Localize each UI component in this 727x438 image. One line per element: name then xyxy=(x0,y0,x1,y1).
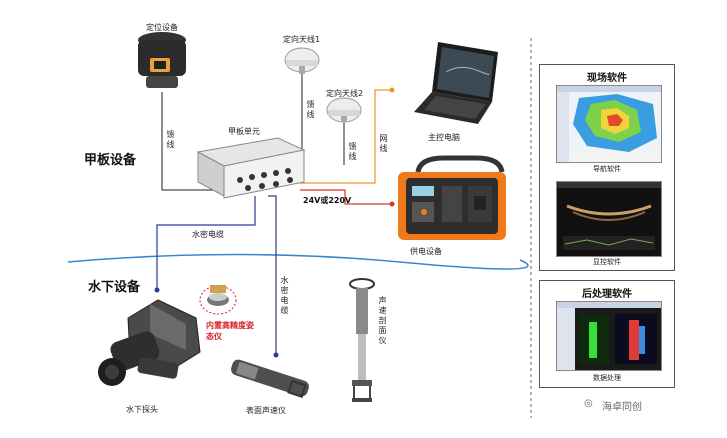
profile-sv-label: 声速剖面仪 xyxy=(378,296,387,345)
imu-icon xyxy=(199,285,237,315)
surface-sv-icon xyxy=(231,359,309,398)
deck-unit-icon xyxy=(196,137,306,199)
antenna2-icon xyxy=(326,97,362,123)
watermark-text: 海卓同创 xyxy=(602,402,642,413)
network-label: 网线 xyxy=(379,134,388,153)
nav-software-caption: 导航软件 xyxy=(593,165,621,173)
power-line-end xyxy=(389,201,395,207)
deck-section-label: 甲板设备 xyxy=(84,153,137,168)
profile-sv-icon xyxy=(349,278,375,402)
cable-line-sv xyxy=(268,195,277,355)
surface-sv-label: 表面声速仪 xyxy=(246,406,286,415)
power-spec-label: 24V或220V xyxy=(303,196,352,205)
antenna2-label: 定向天线2 xyxy=(326,89,364,98)
display-software-screenshot xyxy=(556,181,662,257)
cable-line-probe-end xyxy=(154,287,160,293)
network-line-end xyxy=(389,87,395,93)
power-line xyxy=(300,189,392,205)
water-line xyxy=(67,253,529,270)
underwater-section-label: 水下设备 xyxy=(88,280,141,295)
cable-label-h: 水密电缆 xyxy=(192,230,224,239)
probe-label: 水下探头 xyxy=(126,405,158,414)
cable-label-v: 水密电缆 xyxy=(280,276,289,315)
post-software-title: 后处理软件 xyxy=(582,289,632,300)
antenna1-label: 定向天线1 xyxy=(283,35,321,44)
cable-line-sv-end xyxy=(273,352,279,358)
watermark-icon: ◎ xyxy=(584,398,593,409)
feeder-label-b: 馈线 xyxy=(306,100,315,119)
data-processing-screenshot xyxy=(556,301,662,371)
feeder-label-c: 馈线 xyxy=(348,142,357,161)
laptop-icon xyxy=(414,42,498,124)
network-line xyxy=(300,89,392,184)
imu-label: 内置高精度姿态仪 xyxy=(206,321,254,341)
positioning-label: 定位设备 xyxy=(146,23,178,32)
host-pc-label: 主控电脑 xyxy=(428,133,460,142)
field-software-title: 现场软件 xyxy=(587,73,627,84)
field-software-panel: 现场软件 导航软件 显控软件 xyxy=(539,64,675,271)
display-software-caption: 显控软件 xyxy=(593,258,621,266)
antenna1-icon xyxy=(284,47,320,74)
positioning-device-icon xyxy=(138,32,186,88)
data-processing-caption: 数据处理 xyxy=(593,374,621,382)
power-label: 供电设备 xyxy=(410,247,442,256)
probe-icon xyxy=(98,299,201,386)
power-supply-icon xyxy=(398,155,506,240)
cable-line-probe xyxy=(156,196,256,290)
nav-software-screenshot xyxy=(556,85,662,163)
feeder-line-positioning xyxy=(161,92,225,191)
deck-unit-label: 甲板单元 xyxy=(228,127,260,136)
post-software-panel: 后处理软件 数据处理 xyxy=(539,280,675,388)
feeder-label-a: 馈线 xyxy=(166,130,175,149)
